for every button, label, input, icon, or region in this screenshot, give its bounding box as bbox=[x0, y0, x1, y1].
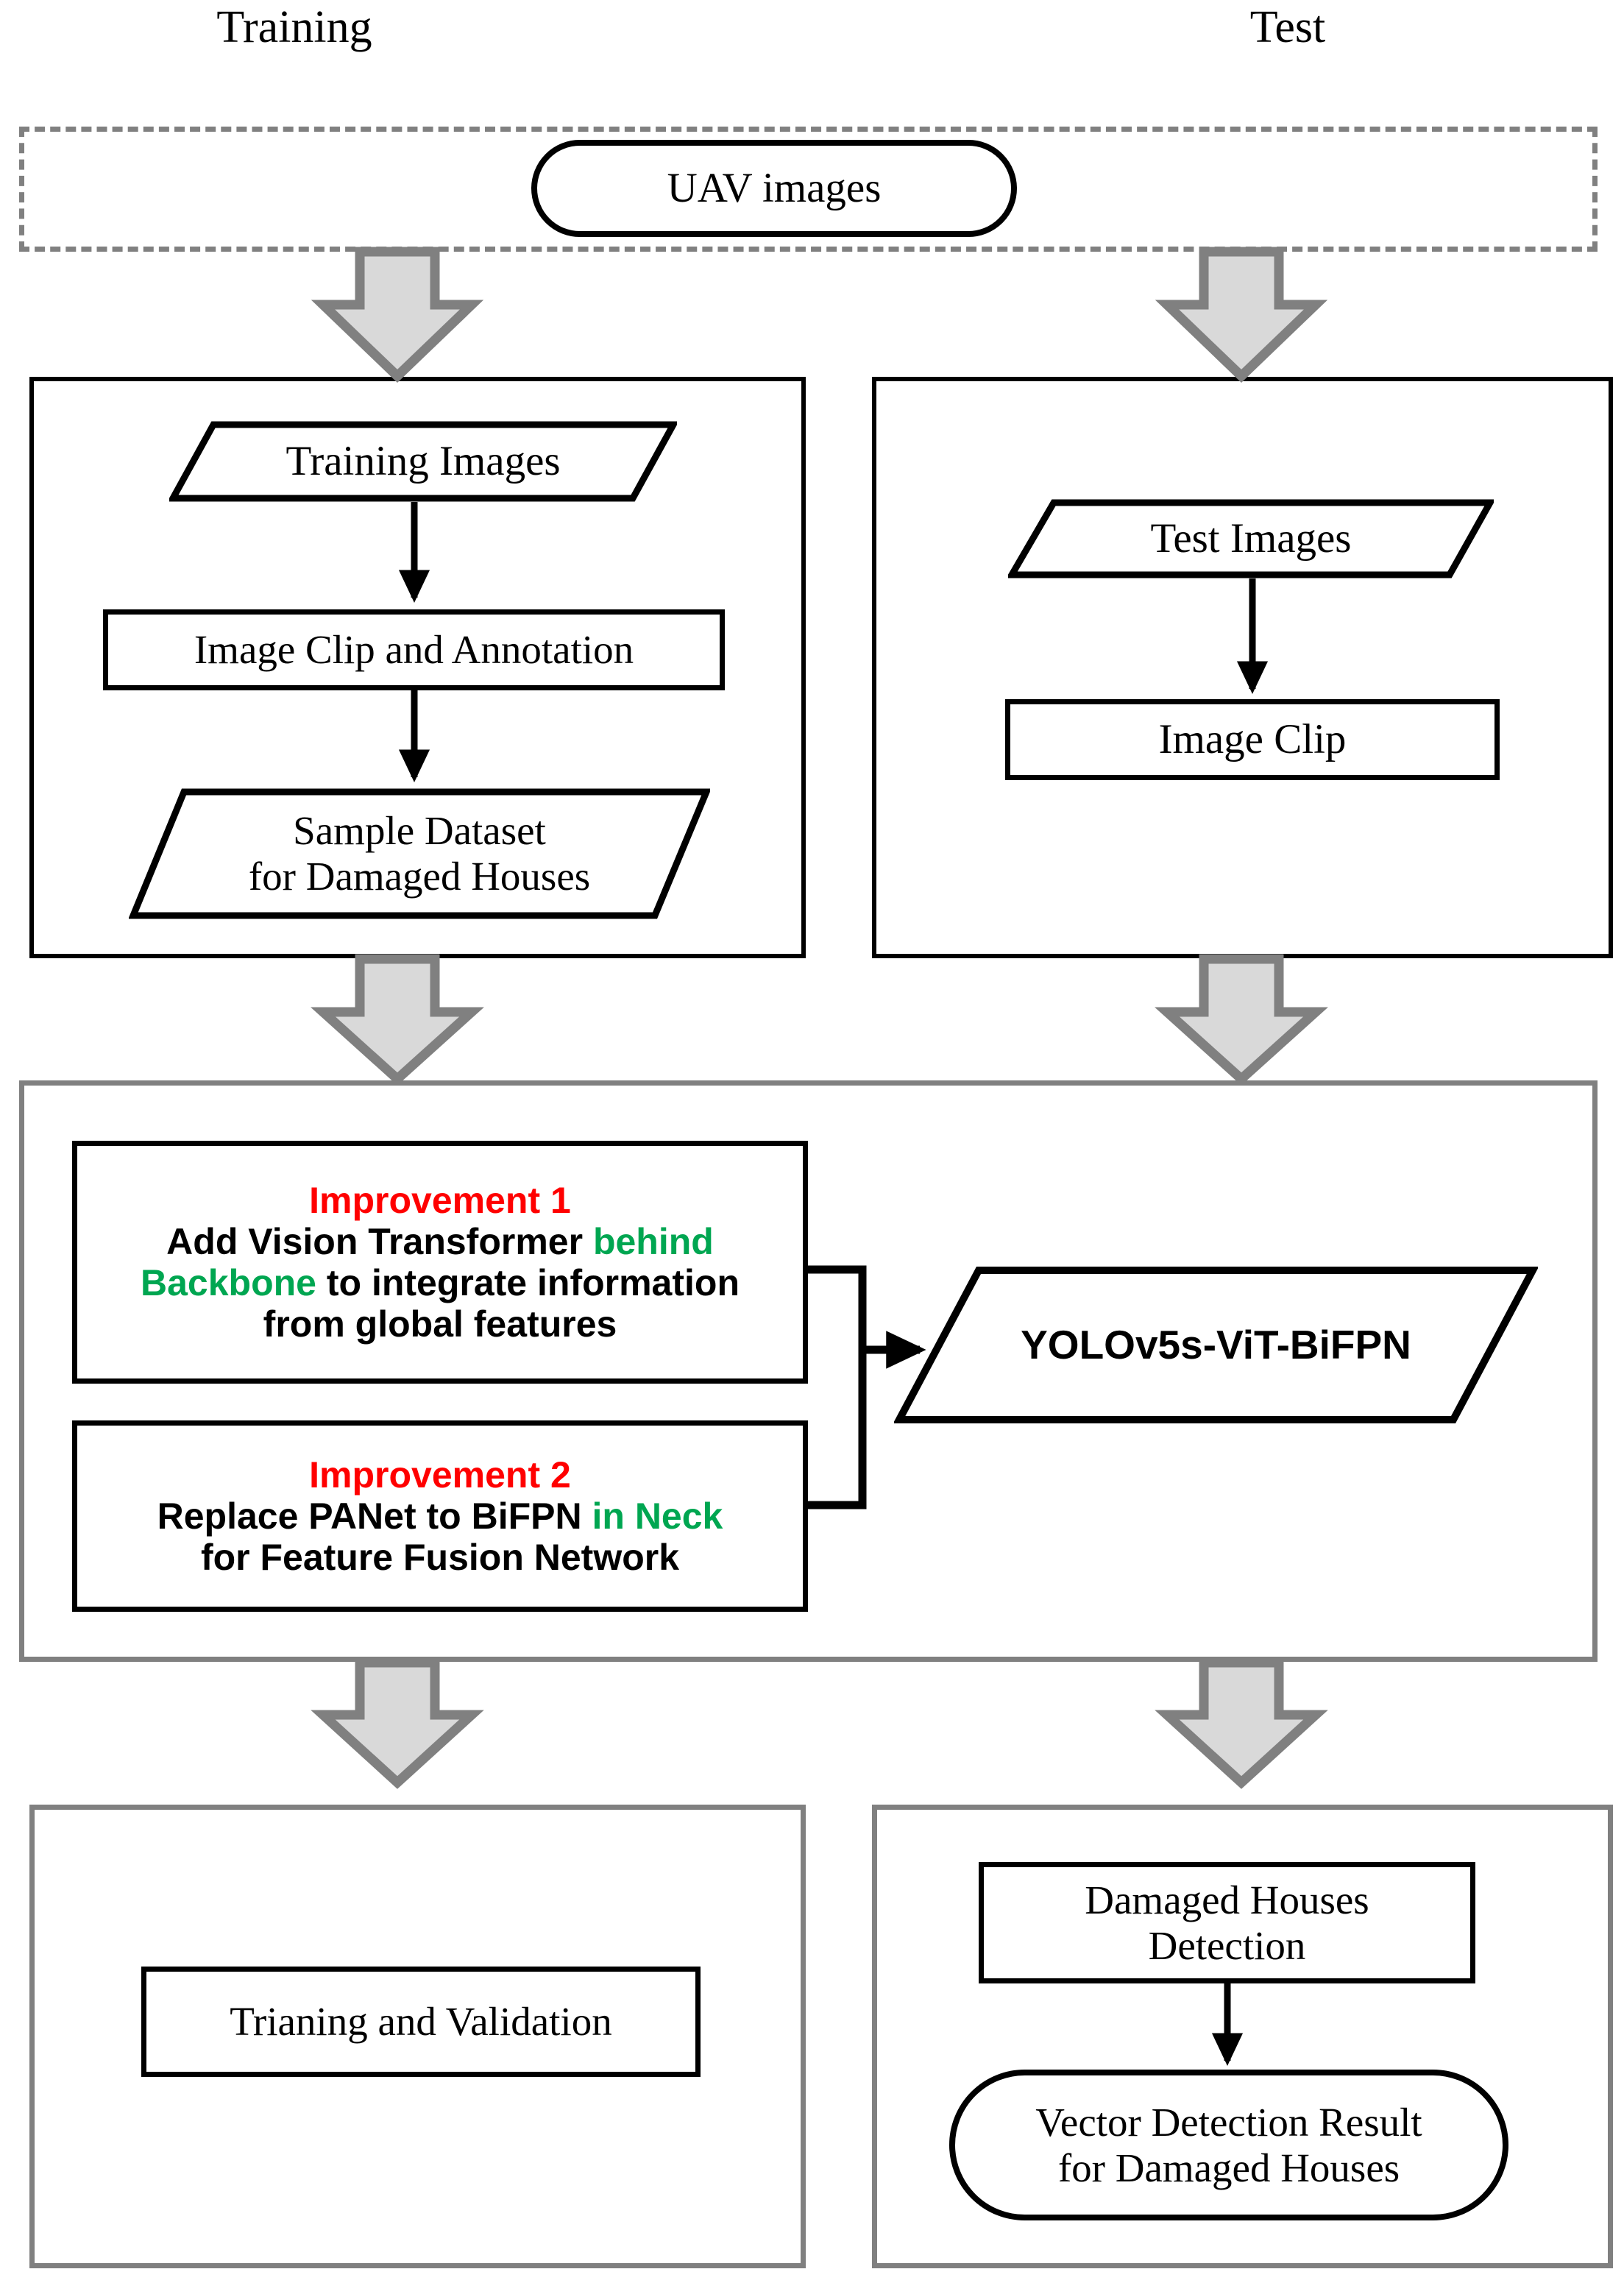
node-damaged-houses-detection-line2: Detection bbox=[1148, 1922, 1306, 1968]
node-vector-detection-result-line1: Vector Detection Result bbox=[1035, 2099, 1422, 2145]
block-arrow-training-to-model bbox=[311, 954, 484, 1086]
improvement-2-header: Improvement 2 bbox=[309, 1454, 571, 1496]
node-test-images[interactable]: Test Images bbox=[1008, 499, 1494, 578]
node-uav-images-label: UAV images bbox=[667, 165, 882, 212]
improvement-1-line2-highlight: Backbone bbox=[141, 1262, 316, 1303]
node-vector-detection-result-line2: for Damaged Houses bbox=[1057, 2145, 1400, 2190]
improvement-2-line1: Replace PANet to BiFPN in Neck bbox=[157, 1496, 723, 1537]
column-title-training: Training bbox=[216, 2, 372, 52]
node-training-validation[interactable]: Trianing and Validation bbox=[141, 1967, 701, 2077]
improvement-1-line1: Add Vision Transformer behind bbox=[166, 1221, 714, 1262]
node-model-label: YOLOv5s-ViT-BiFPN bbox=[1021, 1321, 1411, 1367]
node-uav-images[interactable]: UAV images bbox=[531, 140, 1017, 237]
source-container bbox=[19, 127, 1598, 252]
test-stage-container bbox=[872, 377, 1613, 958]
block-arrow-uav-to-training bbox=[311, 247, 484, 383]
node-damaged-houses-detection[interactable]: Damaged Houses Detection bbox=[979, 1862, 1475, 1983]
improvement-1-line2: Backbone to integrate information bbox=[141, 1262, 740, 1303]
node-image-clip-annotation-label: Image Clip and Annotation bbox=[194, 627, 634, 673]
improvement-1-line2-b: to integrate information bbox=[316, 1262, 740, 1303]
node-improvement-1[interactable]: Improvement 1 Add Vision Transformer beh… bbox=[72, 1141, 808, 1384]
column-title-test: Test bbox=[1249, 2, 1326, 52]
node-sample-dataset-line2: for Damaged Houses bbox=[248, 854, 591, 899]
block-arrow-uav-to-test bbox=[1155, 247, 1328, 383]
improvement-1-header: Improvement 1 bbox=[309, 1180, 571, 1221]
node-model-yolov5s-vit-bifpn[interactable]: YOLOv5s-ViT-BiFPN bbox=[894, 1266, 1538, 1424]
improvement-1-line1-highlight: behind bbox=[592, 1221, 714, 1262]
node-test-images-label: Test Images bbox=[1150, 515, 1352, 562]
node-training-validation-label: Trianing and Validation bbox=[230, 1999, 612, 2045]
node-image-clip[interactable]: Image Clip bbox=[1005, 699, 1500, 780]
improvement-2-line2: for Feature Fusion Network bbox=[200, 1537, 680, 1578]
block-arrow-model-to-training-output bbox=[311, 1657, 484, 1789]
node-improvement-2[interactable]: Improvement 2 Replace PANet to BiFPN in … bbox=[72, 1420, 808, 1612]
node-sample-dataset[interactable]: Sample Dataset for Damaged Houses bbox=[129, 787, 710, 920]
node-sample-dataset-line1: Sample Dataset bbox=[293, 808, 546, 854]
improvement-1-line1-a: Add Vision Transformer bbox=[166, 1221, 593, 1262]
improvement-2-line1-highlight: in Neck bbox=[592, 1496, 723, 1537]
node-damaged-houses-detection-line1: Damaged Houses bbox=[1085, 1877, 1369, 1922]
node-vector-detection-result[interactable]: Vector Detection Result for Damaged Hous… bbox=[949, 2070, 1508, 2220]
node-training-images[interactable]: Training Images bbox=[169, 421, 677, 502]
improvement-1-line3: from global features bbox=[263, 1303, 617, 1345]
node-image-clip-label: Image Clip bbox=[1158, 716, 1347, 763]
improvement-2-line1-a: Replace PANet to BiFPN bbox=[157, 1496, 592, 1537]
node-training-images-label: Training Images bbox=[286, 438, 561, 485]
block-arrow-test-to-model bbox=[1155, 954, 1328, 1086]
node-image-clip-annotation[interactable]: Image Clip and Annotation bbox=[103, 609, 725, 690]
block-arrow-model-to-test-output bbox=[1155, 1657, 1328, 1789]
